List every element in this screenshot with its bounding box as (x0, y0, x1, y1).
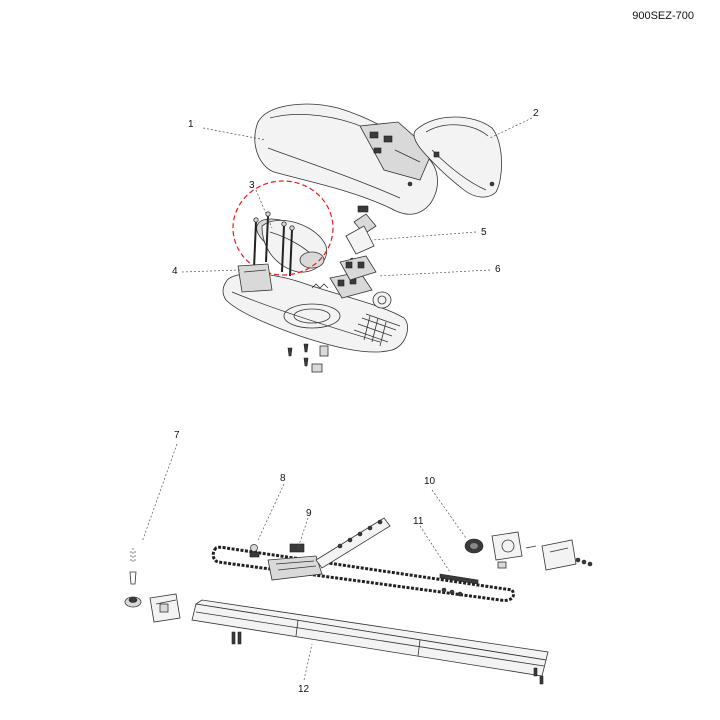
part-11-chain-tensioner (439, 573, 479, 597)
part-12-rail (191, 599, 549, 685)
part-8-chain-connector (249, 544, 260, 558)
callout-8: 8 (280, 473, 286, 484)
part-9-trolley (267, 517, 391, 581)
part-1-main-cover (254, 103, 438, 215)
part-7-idler-pulley (124, 548, 181, 623)
part-6-control-board (339, 255, 377, 281)
callout-2: 2 (533, 108, 539, 119)
callout-9: 9 (306, 508, 312, 519)
leader-lines (141, 117, 533, 681)
callout-7: 7 (174, 430, 180, 441)
part-10-drive-sprocket (464, 531, 593, 571)
callout-11: 11 (413, 516, 424, 527)
part-3-motor (253, 211, 327, 277)
part-5-bracket (345, 205, 377, 265)
callout-3: 3 (249, 180, 255, 191)
callout-10: 10 (424, 476, 436, 487)
callout-1: 1 (188, 119, 194, 130)
callout-5: 5 (481, 227, 487, 238)
callout-12: 12 (298, 684, 310, 695)
callout-6: 6 (495, 264, 501, 275)
callout-4: 4 (172, 266, 178, 277)
part-4-base-chassis (222, 263, 408, 373)
motor-highlight-ring (232, 180, 334, 276)
model-code: 900SEZ-700 (632, 10, 694, 22)
drive-chain (211, 545, 515, 602)
part-2-rear-cover (413, 116, 502, 198)
